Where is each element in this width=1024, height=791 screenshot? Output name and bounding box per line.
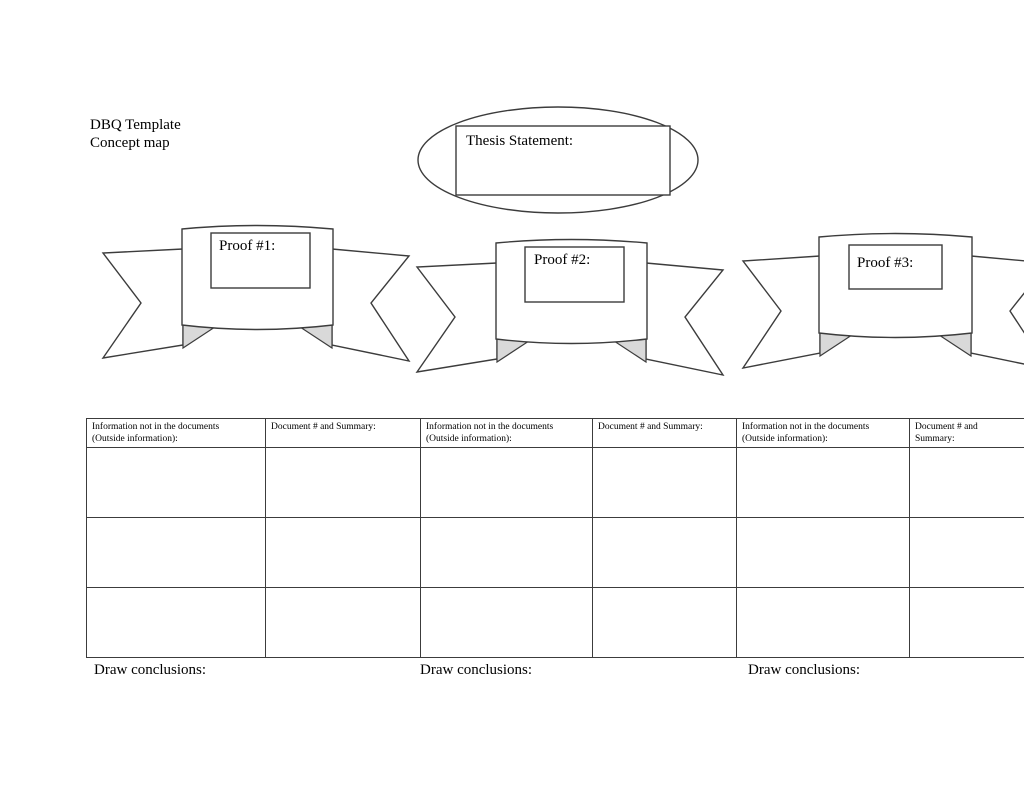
cell-outside-information[interactable] — [420, 517, 593, 588]
header-line-1: Document # and — [915, 422, 978, 432]
cell-outside-information[interactable] — [86, 587, 266, 658]
cell-outside-information[interactable] — [86, 447, 266, 518]
proof-2-label: Proof #2: — [534, 252, 591, 268]
header-line-1: Information not in the documents — [742, 422, 870, 432]
table-header-row: Information not in the documents (Outsid… — [736, 418, 1024, 448]
header-document-summary: Document # and Summary: — [909, 418, 1024, 448]
table-row — [86, 447, 430, 518]
cell-document-summary[interactable] — [265, 517, 430, 588]
cell-outside-information[interactable] — [420, 447, 593, 518]
evidence-table-2: Information not in the documents (Outsid… — [420, 418, 754, 658]
header-document-summary: Document # and Summary: — [265, 418, 430, 448]
banner-1-left-tail — [101, 248, 184, 359]
cell-document-summary[interactable] — [592, 447, 754, 518]
table-row — [86, 587, 430, 658]
evidence-table-1: Information not in the documents (Outsid… — [86, 418, 430, 658]
banner-3-left-tail — [741, 255, 821, 370]
cell-outside-information[interactable] — [736, 587, 910, 658]
header-line-2: (Outside information): — [426, 433, 512, 444]
header-line-1: Document # and Summary: — [598, 422, 703, 432]
cell-outside-information[interactable] — [736, 517, 910, 588]
banner-3-textbox[interactable] — [848, 244, 943, 290]
header-line-1: Information not in the documents — [426, 422, 554, 432]
cell-outside-information[interactable] — [736, 447, 910, 518]
table-row — [736, 447, 1024, 518]
thesis-textbox[interactable] — [455, 125, 671, 196]
banner-proof-1 — [101, 224, 411, 363]
banner-2-left-tail — [415, 262, 498, 373]
cell-outside-information[interactable] — [86, 517, 266, 588]
header-line-1: Document # and Summary: — [271, 422, 376, 432]
header-outside-information: Information not in the documents (Outsid… — [86, 418, 266, 448]
header-outside-information: Information not in the documents (Outsid… — [420, 418, 593, 448]
table-row — [420, 517, 754, 588]
table-row — [420, 447, 754, 518]
page-title: DBQ Template Concept map — [90, 116, 181, 152]
cell-outside-information[interactable] — [420, 587, 593, 658]
header-line-2: Summary: — [915, 433, 955, 444]
table-row — [736, 517, 1024, 588]
cell-document-summary[interactable] — [909, 517, 1024, 588]
header-outside-information: Information not in the documents (Outsid… — [736, 418, 910, 448]
banner-1-textbox[interactable] — [210, 232, 311, 289]
table-header-row: Information not in the documents (Outsid… — [86, 418, 430, 448]
header-line-2: (Outside information): — [92, 433, 178, 444]
cell-document-summary[interactable] — [592, 517, 754, 588]
title-line-1: DBQ Template — [90, 117, 181, 133]
table-row — [86, 517, 430, 588]
thesis-shape — [417, 106, 699, 214]
proof-3-label: Proof #3: — [857, 255, 914, 271]
title-line-2: Concept map — [90, 135, 170, 151]
banner-3-right-tail — [970, 255, 1024, 365]
cell-document-summary[interactable] — [265, 587, 430, 658]
draw-conclusions-label-1: Draw conclusions: — [94, 662, 207, 678]
table-row — [736, 587, 1024, 658]
header-line-1: Information not in the documents — [92, 422, 220, 432]
table-row — [420, 587, 754, 658]
thesis-statement-label: Thesis Statement: — [466, 133, 574, 149]
evidence-table-3: Information not in the documents (Outsid… — [736, 418, 1024, 658]
header-line-2: (Outside information): — [742, 433, 828, 444]
draw-conclusions-label-3: Draw conclusions: — [748, 662, 861, 678]
draw-conclusions-label-2: Draw conclusions: — [420, 662, 533, 678]
cell-document-summary[interactable] — [909, 587, 1024, 658]
banner-2-right-tail — [645, 262, 725, 377]
banner-1-right-tail — [331, 248, 411, 363]
banner-2-textbox[interactable] — [524, 246, 625, 303]
banner-proof-2 — [415, 238, 725, 377]
header-document-summary: Document # and Summary: — [592, 418, 754, 448]
banner-proof-3 — [741, 232, 1024, 370]
cell-document-summary[interactable] — [909, 447, 1024, 518]
cell-document-summary[interactable] — [592, 587, 754, 658]
proof-1-label: Proof #1: — [219, 238, 276, 254]
table-header-row: Information not in the documents (Outsid… — [420, 418, 754, 448]
cell-document-summary[interactable] — [265, 447, 430, 518]
